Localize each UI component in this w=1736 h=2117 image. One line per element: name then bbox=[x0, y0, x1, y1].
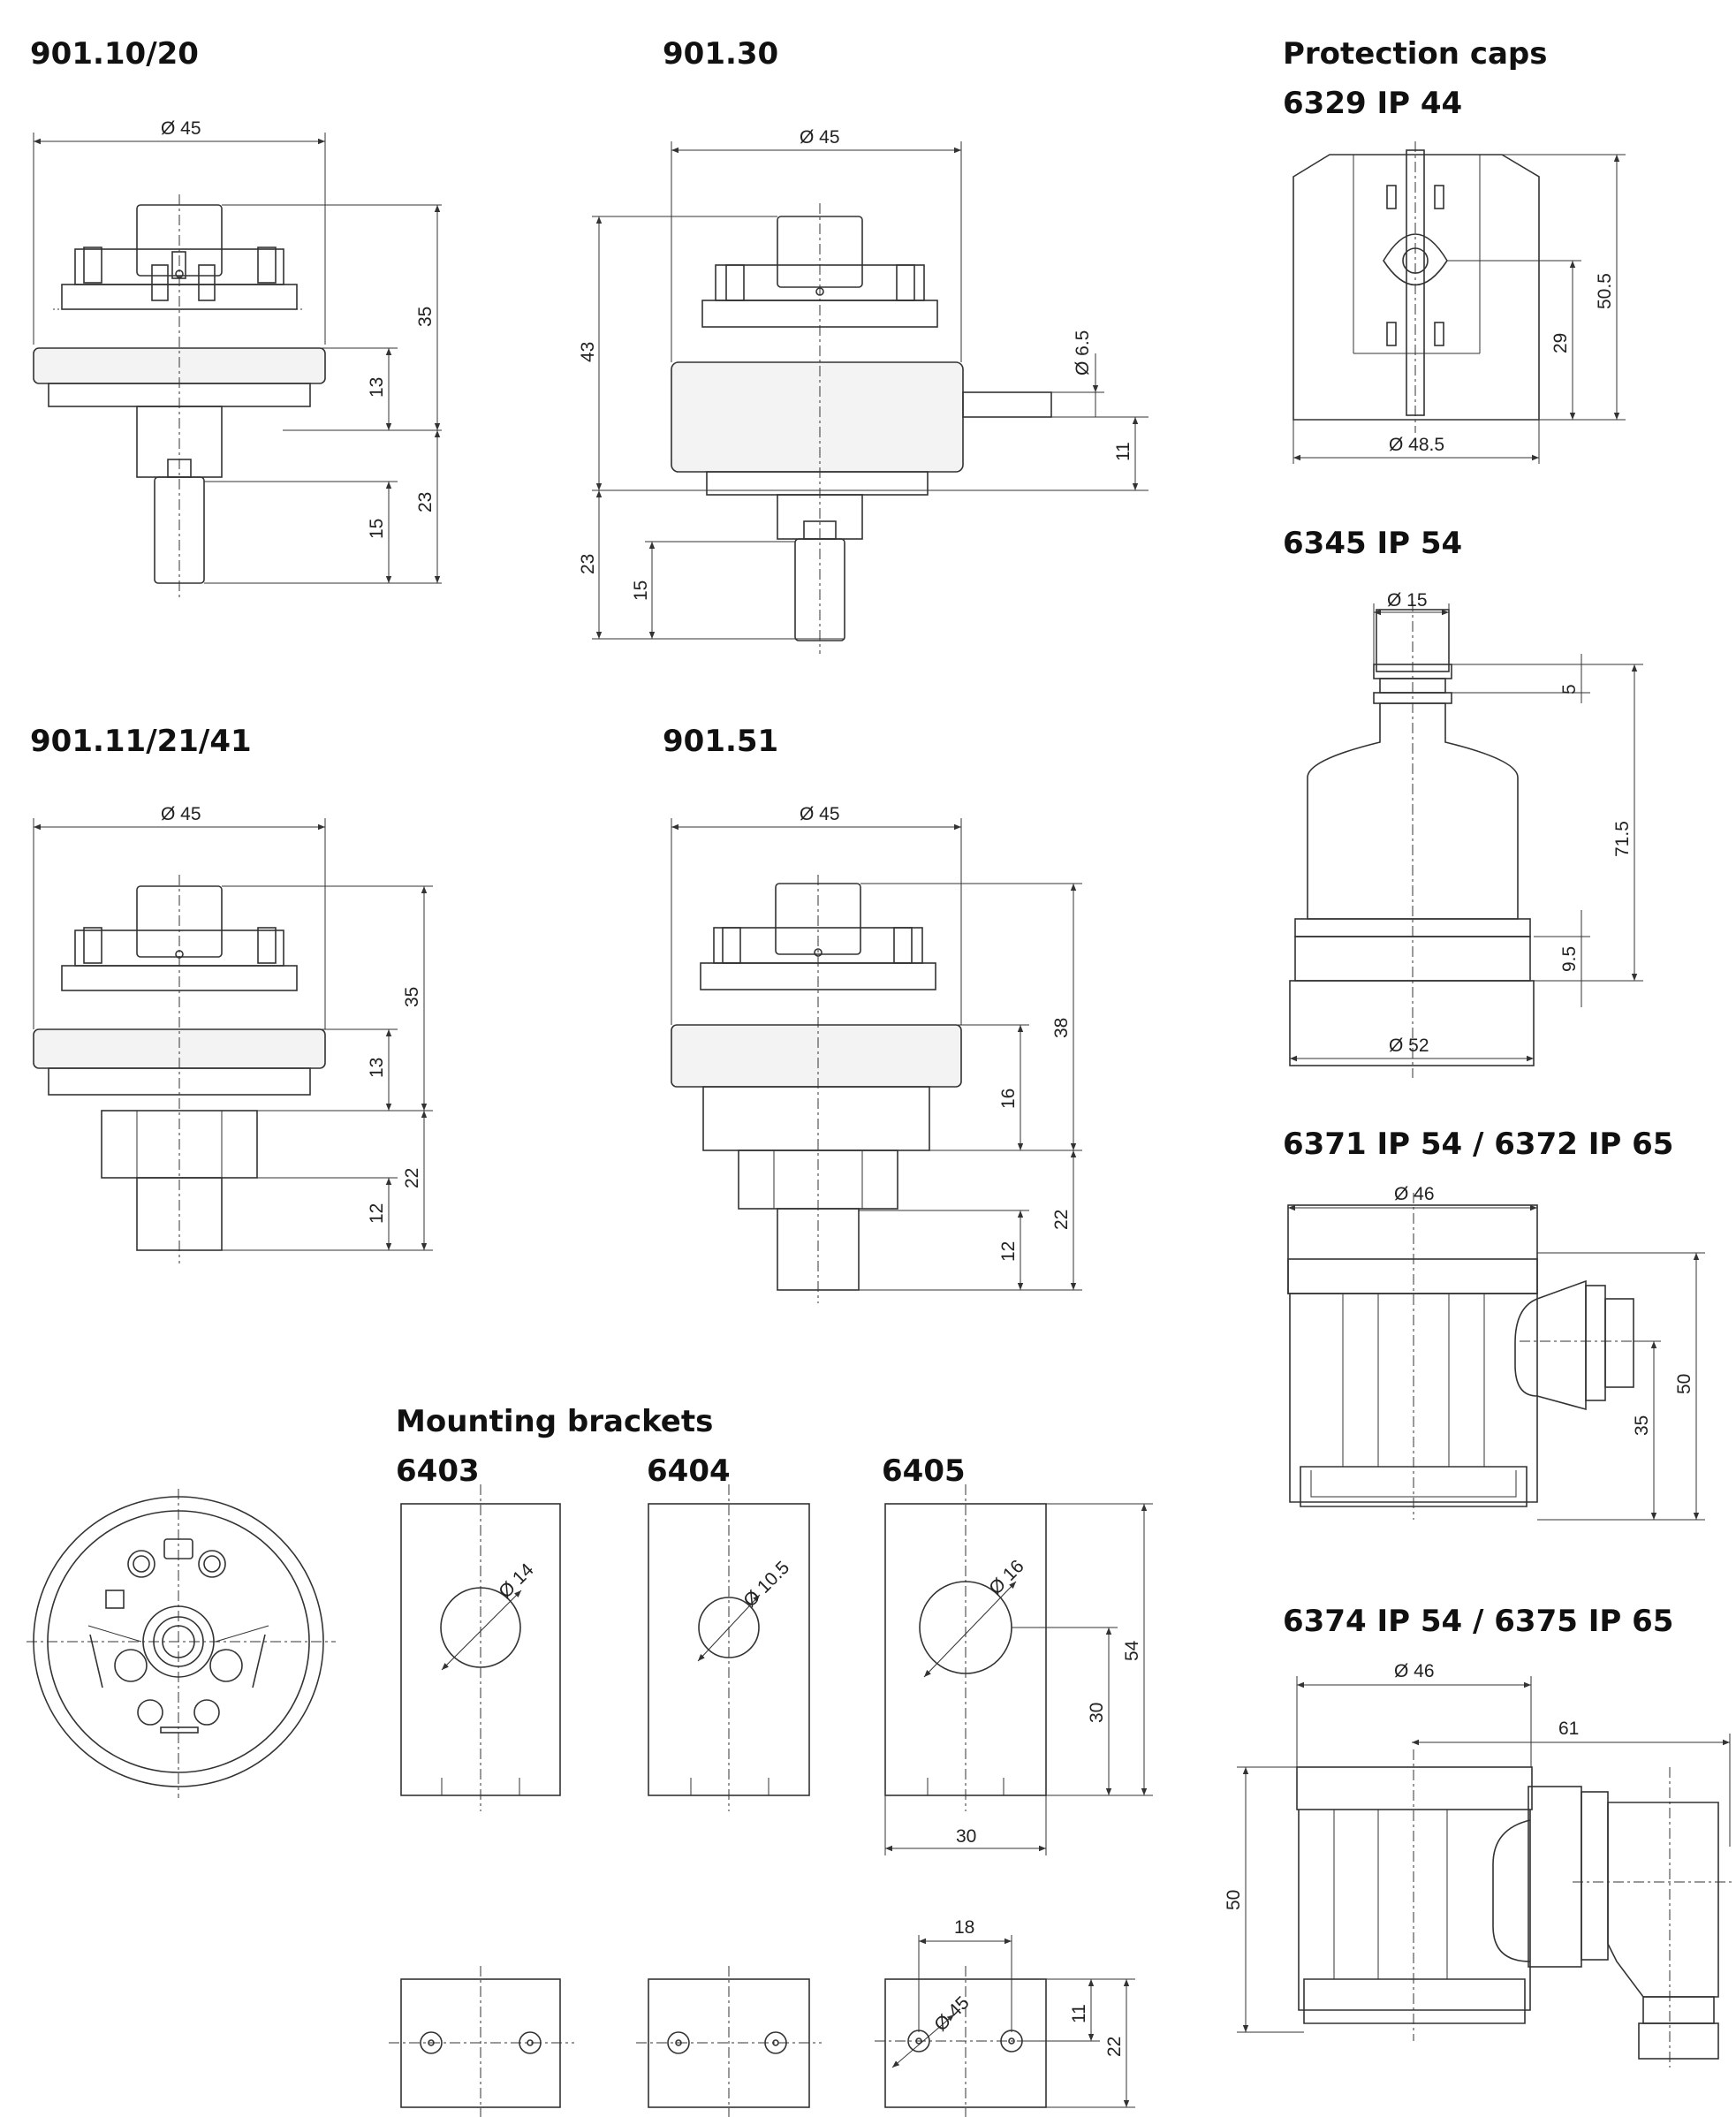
dim-901-51-dia: Ø 45 bbox=[800, 804, 840, 824]
dim-901-11-h35: 35 bbox=[402, 987, 422, 1007]
dim-6345-h71: 71.5 bbox=[1612, 821, 1633, 857]
dim-901-51-h38: 38 bbox=[1051, 1018, 1072, 1038]
heading-6345-ip54: 6345 IP 54 bbox=[1283, 526, 1463, 561]
dim-6405-h54: 54 bbox=[1122, 1640, 1142, 1661]
dim-901-30-dia: Ø 45 bbox=[800, 127, 840, 148]
dim-6329-h29: 29 bbox=[1550, 333, 1571, 353]
dim-6345-dia52: Ø 52 bbox=[1389, 1036, 1429, 1056]
dim-901-30-h43: 43 bbox=[578, 342, 598, 362]
dim-901-10-h23: 23 bbox=[415, 492, 436, 512]
heading-6403: 6403 bbox=[396, 1453, 480, 1489]
bracket-6405-base-drawing bbox=[875, 1935, 1135, 2117]
cap-6345-drawing bbox=[1289, 601, 1643, 1078]
dim-901-10-h15: 15 bbox=[367, 519, 387, 539]
dim-901-30-h11: 11 bbox=[1113, 442, 1133, 461]
dim-6371-h35: 35 bbox=[1632, 1415, 1652, 1436]
heading-6371-6372: 6371 IP 54 / 6372 IP 65 bbox=[1283, 1127, 1674, 1162]
dim-6371-h50: 50 bbox=[1674, 1374, 1694, 1394]
dim-6371-dia: Ø 46 bbox=[1394, 1184, 1435, 1204]
dim-6329-dia: Ø 48.5 bbox=[1389, 435, 1444, 455]
dim-901-11-h22: 22 bbox=[402, 1168, 422, 1188]
dim-901-51-h16: 16 bbox=[998, 1089, 1019, 1109]
heading-901-30: 901.30 bbox=[663, 36, 779, 72]
cap-6371-6372-drawing bbox=[1287, 1193, 1705, 1521]
dim-901-51-h12: 12 bbox=[998, 1241, 1019, 1262]
bracket-6403-base-drawing bbox=[389, 1966, 574, 2117]
dim-6374-w61: 61 bbox=[1558, 1719, 1579, 1739]
heading-901-10-20: 901.10/20 bbox=[30, 36, 199, 72]
dim-901-10-h35: 35 bbox=[415, 307, 436, 327]
dim-6345-dia15: Ø 15 bbox=[1387, 590, 1428, 611]
heading-6404: 6404 bbox=[647, 1453, 731, 1489]
dim-6404-dia: Ø 10.5 bbox=[739, 1558, 793, 1612]
dim-6329-h50: 50.5 bbox=[1595, 273, 1615, 309]
bracket-6404-base-drawing bbox=[636, 1966, 822, 2117]
dim-901-10-dia: Ø 45 bbox=[161, 118, 201, 139]
dim-901-11-dia: Ø 45 bbox=[161, 804, 201, 824]
switch-bottom-view-drawing bbox=[27, 1489, 336, 1798]
switch-901-30-drawing bbox=[592, 141, 1148, 654]
heading-6374-6375: 6374 IP 54 / 6375 IP 65 bbox=[1283, 1604, 1674, 1639]
dim-6405-h11: 11 bbox=[1069, 2004, 1089, 2023]
dim-901-10-h13: 13 bbox=[367, 377, 387, 398]
dim-901-30-h23: 23 bbox=[578, 554, 598, 574]
bracket-6404-front-drawing bbox=[648, 1484, 810, 1811]
dim-901-51-h22: 22 bbox=[1051, 1210, 1072, 1230]
switch-901-51-drawing bbox=[671, 818, 1082, 1303]
heading-6405: 6405 bbox=[882, 1453, 966, 1489]
dim-6405-h30: 30 bbox=[1087, 1703, 1107, 1723]
dim-6374-h50: 50 bbox=[1224, 1890, 1244, 1910]
dim-901-11-h13: 13 bbox=[367, 1058, 387, 1078]
heading-mounting-brackets: Mounting brackets bbox=[396, 1404, 714, 1439]
dim-901-30-dia6: Ø 6.5 bbox=[1073, 330, 1093, 376]
dim-6403-dia: Ø 14 bbox=[495, 1559, 538, 1603]
heading-901-51: 901.51 bbox=[663, 724, 779, 759]
heading-protection-caps: Protection caps bbox=[1283, 36, 1548, 72]
dim-6374-dia: Ø 46 bbox=[1394, 1661, 1435, 1681]
bracket-6405-front-drawing bbox=[884, 1484, 1153, 1855]
dim-901-11-h12: 12 bbox=[367, 1203, 387, 1224]
heading-901-11-21-41: 901.11/21/41 bbox=[30, 724, 252, 759]
dim-901-30-h15: 15 bbox=[631, 580, 651, 601]
bracket-6403-front-drawing bbox=[400, 1484, 561, 1811]
dim-6405-w30: 30 bbox=[956, 1826, 976, 1847]
cap-6374-6375-drawing bbox=[1237, 1676, 1732, 2068]
cap-6329-drawing bbox=[1293, 141, 1626, 464]
dim-6405-w18: 18 bbox=[954, 1917, 974, 1938]
switch-901-10-20-drawing bbox=[33, 133, 442, 601]
dim-6405-h22: 22 bbox=[1104, 2037, 1125, 2057]
dim-6405-dia: Ø 16 bbox=[985, 1556, 1027, 1598]
heading-6329-ip44: 6329 IP 44 bbox=[1283, 86, 1463, 121]
dim-6345-h9: 9.5 bbox=[1559, 946, 1580, 972]
dim-6345-h5: 5 bbox=[1559, 684, 1580, 694]
switch-901-11-21-41-drawing bbox=[33, 818, 433, 1263]
